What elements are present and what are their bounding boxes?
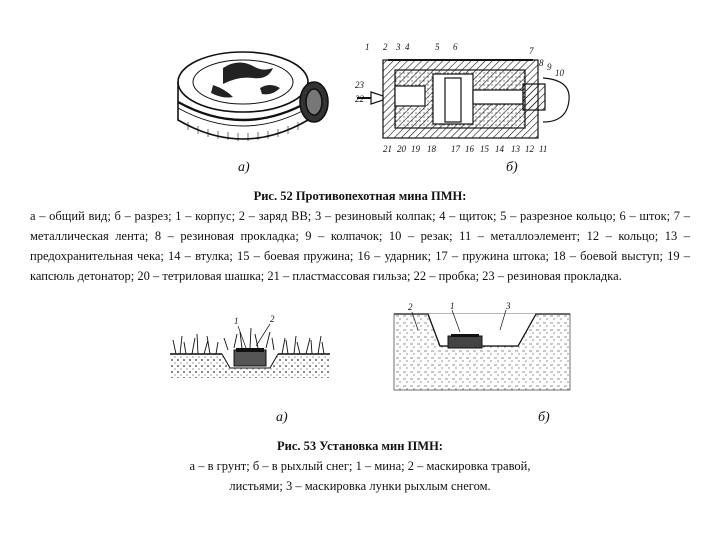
callout-label: 1 xyxy=(234,316,239,326)
figure-52-caption-title: Рис. 52 Противопехотная мина ПМН: xyxy=(253,189,467,203)
figure-52-subcaption-a: а) xyxy=(238,160,250,175)
figure-53-subcaption-a: а) xyxy=(276,410,288,425)
figure-52-caption: Рис. 52 Противопехотная мина ПМН: а – об… xyxy=(30,186,690,286)
callout-label: 7 xyxy=(529,46,534,56)
callout-label: 21 xyxy=(383,144,392,154)
mine-cross-section-drawing: 23 22 1 2 3 4 5 6 7 8 9 10 21 20 19 18 1… xyxy=(355,42,570,154)
callout-label: 14 xyxy=(495,144,505,154)
callout-label: 13 xyxy=(511,144,521,154)
figure-53-subcaption-b: б) xyxy=(538,410,550,425)
callout-label: 10 xyxy=(555,68,565,78)
mine-general-view-drawing xyxy=(177,51,329,141)
callout-label: 5 xyxy=(435,42,440,52)
figure-53-caption: Рис. 53 Установка мин ПМН: а – в грунт; … xyxy=(30,436,690,496)
figure-53-caption-line1: а – в грунт; б – в рыхлый снег; 1 – мина… xyxy=(189,459,531,473)
callout-label: 6 xyxy=(453,42,458,52)
callout-label: 1 xyxy=(365,42,370,52)
callout-label: 11 xyxy=(539,144,547,154)
callout-label: 23 xyxy=(355,80,365,90)
figure-53-caption-title: Рис. 53 Установка мин ПМН: xyxy=(277,439,443,453)
callout-label: 4 xyxy=(405,42,410,52)
callout-label: 2 xyxy=(408,302,413,312)
callout-label: 22 xyxy=(355,94,365,104)
callout-label: 16 xyxy=(465,144,475,154)
figure-52-caption-body: а – общий вид; б – разрез; 1 – корпус; 2… xyxy=(30,209,690,283)
callout-label: 18 xyxy=(427,144,437,154)
callout-label: 1 xyxy=(450,301,455,311)
callout-label: 17 xyxy=(451,144,461,154)
mine-in-ground-drawing: 1 2 xyxy=(170,314,330,378)
callout-label: 19 xyxy=(411,144,421,154)
callout-label: 9 xyxy=(547,62,552,72)
callout-label: 12 xyxy=(525,144,535,154)
mine-in-snow-drawing: 2 1 3 xyxy=(393,301,571,391)
callout-label: 2 xyxy=(270,314,275,324)
callout-label: 2 xyxy=(383,42,388,52)
callout-label: 20 xyxy=(397,144,407,154)
callout-label: 3 xyxy=(505,301,511,311)
figure-52-subcaption-b: б) xyxy=(506,160,518,175)
callout-label: 15 xyxy=(480,144,490,154)
callout-label: 3 xyxy=(395,42,401,52)
figure-53-caption-line2: листьями; 3 – маскировка лунки рыхлым сн… xyxy=(229,479,491,493)
callout-label: 8 xyxy=(539,58,544,68)
